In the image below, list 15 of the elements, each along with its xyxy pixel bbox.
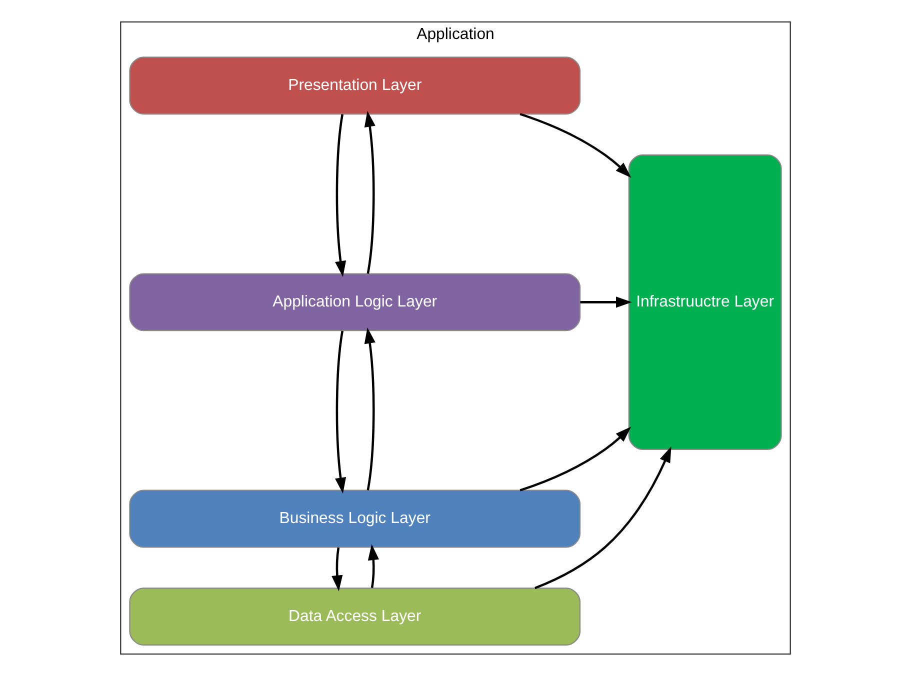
node-box: Presentation Layer (128, 56, 580, 115)
arrow (519, 112, 631, 178)
arrow (331, 547, 342, 592)
arrow (364, 110, 375, 274)
node-box: Infrastruuctre Layer (628, 154, 782, 450)
arrow (364, 328, 375, 490)
node-box: Application Logic Layer (128, 273, 580, 332)
arrow (334, 330, 346, 494)
arrow (534, 446, 671, 590)
arrow (580, 296, 632, 308)
arrow (519, 426, 631, 492)
arrow (334, 114, 346, 277)
node-box: Data Access Layer (128, 588, 580, 646)
node-box: Business Logic Layer (128, 490, 580, 548)
arrow (367, 544, 379, 588)
